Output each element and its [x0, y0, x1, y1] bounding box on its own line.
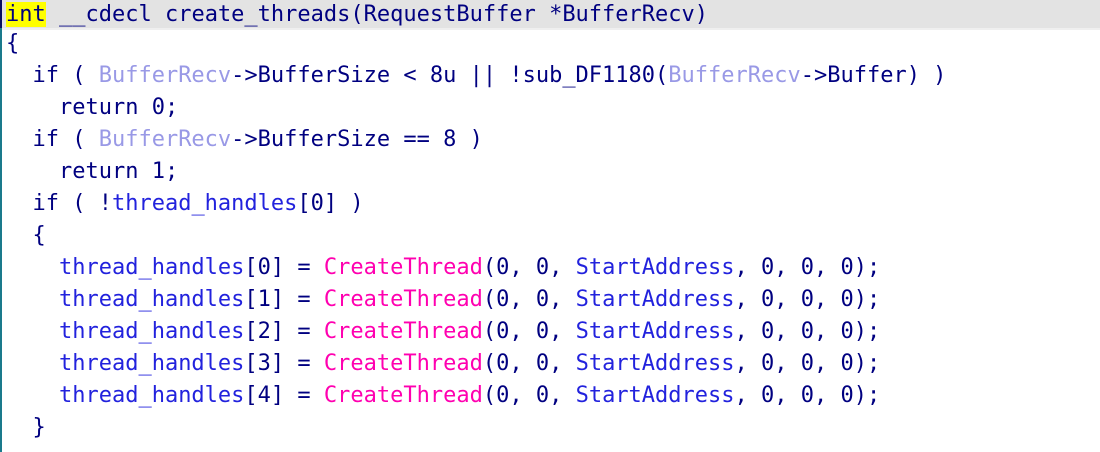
code-token-key[interactable] — [6, 287, 59, 312]
code-line[interactable]: if ( BufferRecv->BufferSize < 8u || !sub… — [0, 60, 1100, 92]
code-line[interactable]: { — [0, 220, 1100, 252]
code-token-key[interactable]: if ( — [6, 63, 99, 88]
code-line[interactable]: { — [0, 28, 1100, 60]
code-token-glob[interactable]: StartAddress — [575, 287, 735, 312]
code-token-key[interactable]: (0, 0, — [482, 319, 576, 344]
code-line[interactable]: thread_handles[0] = CreateThread(0, 0, S… — [0, 252, 1100, 284]
code-token-func[interactable]: sub_DF1180 — [522, 63, 656, 88]
code-token-key[interactable]: __cdecl create_threads(RequestBuffer * — [45, 2, 563, 27]
code-token-glob[interactable]: thread_handles — [58, 287, 245, 312]
code-token-type[interactable]: int — [6, 2, 46, 27]
code-token-key[interactable]: BufferRecv — [562, 2, 695, 27]
code-line[interactable]: return 0; — [0, 92, 1100, 124]
code-token-key[interactable]: ->BufferSize < 8u || ! — [231, 63, 523, 88]
code-token-api[interactable]: CreateThread — [323, 255, 483, 280]
code-token-key[interactable]: [1] = — [244, 287, 324, 312]
code-line[interactable]: thread_handles[2] = CreateThread(0, 0, S… — [0, 316, 1100, 348]
code-line[interactable]: int __cdecl create_threads(RequestBuffer… — [0, 0, 1100, 30]
code-token-key[interactable]: [0] = — [244, 255, 324, 280]
code-token-glob[interactable]: thread_handles — [58, 255, 245, 280]
code-token-glob[interactable]: StartAddress — [575, 351, 735, 376]
code-token-arg[interactable]: BufferRecv — [98, 127, 232, 152]
code-token-key[interactable]: , 0, 0, 0); — [734, 255, 881, 280]
code-token-key[interactable]: return 1; — [6, 159, 179, 184]
code-token-key[interactable]: ->Buffer) ) — [800, 63, 947, 88]
code-token-glob[interactable]: StartAddress — [575, 319, 735, 344]
code-token-key[interactable]: [3] = — [244, 351, 324, 376]
code-token-key[interactable]: ) — [694, 2, 709, 27]
code-token-punct[interactable]: ( — [655, 63, 669, 88]
code-line[interactable]: } — [0, 412, 1100, 444]
code-token-glob[interactable]: thread_handles — [58, 319, 245, 344]
code-token-key[interactable]: ->BufferSize == 8 ) — [231, 127, 483, 152]
code-line[interactable]: thread_handles[4] = CreateThread(0, 0, S… — [0, 380, 1100, 412]
text-cursor — [0, 0, 2, 28]
code-token-key[interactable] — [6, 383, 59, 408]
code-token-arg[interactable]: BufferRecv — [668, 63, 801, 88]
code-token-key[interactable] — [6, 255, 59, 280]
code-line[interactable]: if ( BufferRecv->BufferSize == 8 ) — [0, 124, 1100, 156]
code-token-key[interactable]: return 0; — [6, 95, 179, 120]
code-token-punct[interactable]: { — [6, 223, 46, 248]
code-token-api[interactable]: CreateThread — [323, 319, 483, 344]
code-token-key[interactable]: [4] = — [244, 383, 324, 408]
code-line[interactable]: thread_handles[1] = CreateThread(0, 0, S… — [0, 284, 1100, 316]
code-token-key[interactable]: , 0, 0, 0); — [734, 319, 881, 344]
scope-collapse-rail[interactable] — [0, 28, 2, 452]
code-token-key[interactable]: (0, 0, — [482, 255, 576, 280]
code-line[interactable]: return 1; — [0, 156, 1100, 188]
code-token-key[interactable]: [0] ) — [297, 191, 364, 216]
code-line[interactable]: if ( !thread_handles[0] ) — [0, 188, 1100, 220]
code-line[interactable]: thread_handles[3] = CreateThread(0, 0, S… — [0, 348, 1100, 380]
code-token-api[interactable]: CreateThread — [323, 351, 483, 376]
code-token-key[interactable]: , 0, 0, 0); — [734, 351, 881, 376]
code-token-key[interactable]: if ( ! — [6, 191, 112, 216]
code-token-key[interactable] — [6, 351, 59, 376]
code-token-key[interactable]: if ( — [6, 127, 99, 152]
code-token-glob[interactable]: thread_handles — [111, 191, 298, 216]
code-token-punct[interactable]: { — [6, 31, 20, 56]
code-token-glob[interactable]: StartAddress — [575, 383, 735, 408]
code-token-key[interactable]: (0, 0, — [482, 287, 576, 312]
code-token-key[interactable]: , 0, 0, 0); — [734, 287, 881, 312]
code-token-punct[interactable]: } — [6, 415, 46, 440]
code-token-api[interactable]: CreateThread — [323, 287, 483, 312]
code-token-arg[interactable]: BufferRecv — [98, 63, 232, 88]
code-token-api[interactable]: CreateThread — [323, 383, 483, 408]
code-token-glob[interactable]: StartAddress — [575, 255, 735, 280]
code-token-key[interactable] — [6, 319, 59, 344]
code-token-glob[interactable]: thread_handles — [58, 351, 245, 376]
code-token-key[interactable]: [2] = — [244, 319, 324, 344]
code-token-key[interactable]: (0, 0, — [482, 383, 576, 408]
code-token-glob[interactable]: thread_handles — [58, 383, 245, 408]
code-token-key[interactable]: (0, 0, — [482, 351, 576, 376]
code-token-key[interactable]: , 0, 0, 0); — [734, 383, 881, 408]
